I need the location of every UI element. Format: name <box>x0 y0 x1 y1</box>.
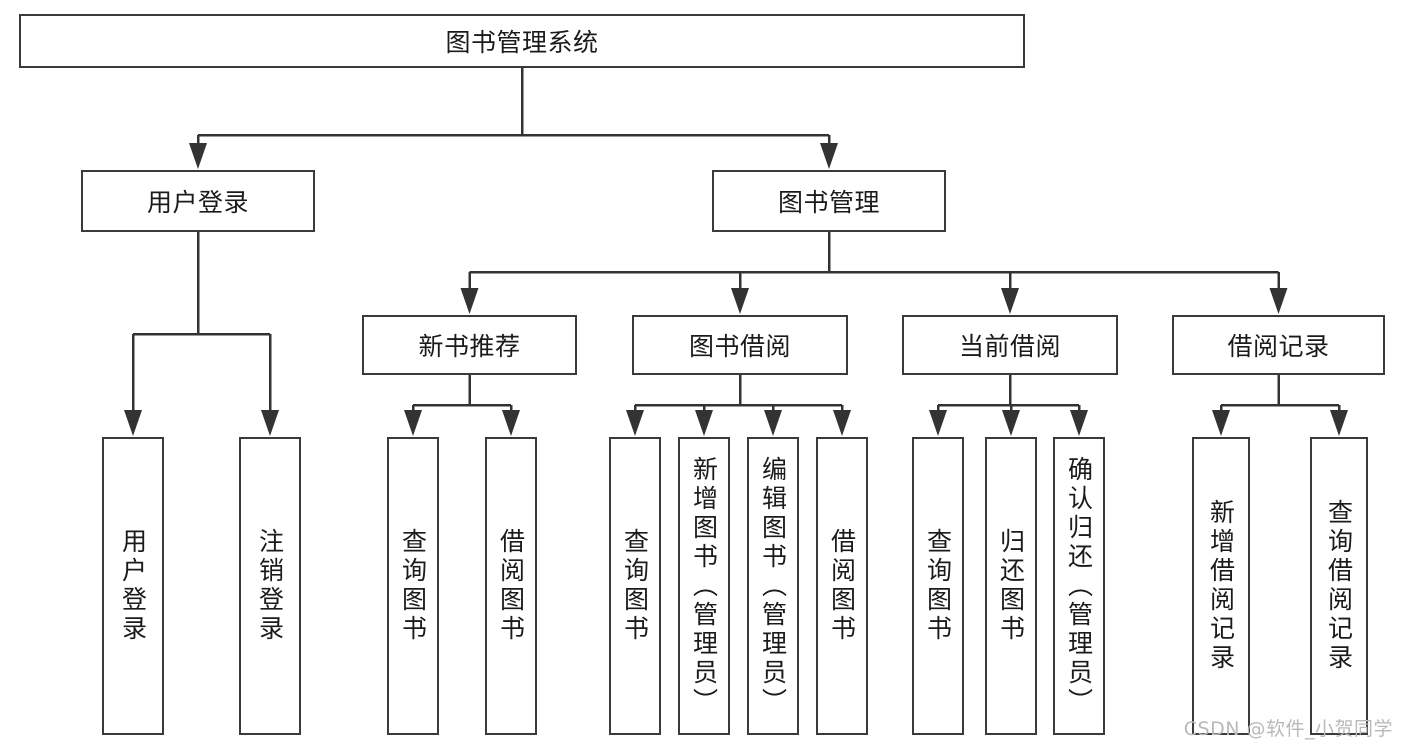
node-label: 查询图书 <box>923 528 953 644</box>
node-leaf-cur-query[interactable]: 查询图书 <box>912 437 964 735</box>
node-leaf-nb-query[interactable]: 查询图书 <box>387 437 439 735</box>
node-login[interactable]: 用户登录 <box>81 170 315 232</box>
node-label: 图书管理 <box>777 188 880 217</box>
node-label: 注销登录 <box>255 528 285 644</box>
watermark-label: CSDN @软件_小贺同学 <box>1183 718 1393 740</box>
node-label: 归还图书 <box>996 528 1026 644</box>
node-leaf-nb-borrow[interactable]: 借阅图书 <box>485 437 537 735</box>
node-label: 确认归还（管理员） <box>1064 455 1094 717</box>
node-bookmgmt[interactable]: 图书管理 <box>712 170 946 232</box>
node-leaf-bw-add[interactable]: 新增图书（管理员） <box>678 437 730 735</box>
node-leaf-user-logout[interactable]: 注销登录 <box>239 437 301 735</box>
node-leaf-user-login[interactable]: 用户登录 <box>102 437 164 735</box>
node-leaf-bw-edit[interactable]: 编辑图书（管理员） <box>747 437 799 735</box>
node-newbook[interactable]: 新书推荐 <box>362 315 577 375</box>
node-leaf-cur-return[interactable]: 归还图书 <box>985 437 1037 735</box>
node-records[interactable]: 借阅记录 <box>1172 315 1385 375</box>
node-label: 用户登录 <box>146 188 249 217</box>
node-leaf-cur-confirm[interactable]: 确认归还（管理员） <box>1053 437 1105 735</box>
node-label: 当前借阅 <box>958 332 1061 361</box>
node-current[interactable]: 当前借阅 <box>902 315 1118 375</box>
node-label: 图书借阅 <box>688 332 791 361</box>
node-leaf-rec-query[interactable]: 查询借阅记录 <box>1310 437 1368 735</box>
node-label: 新增借阅记录 <box>1206 499 1236 673</box>
node-label: 新增图书（管理员） <box>689 455 719 717</box>
node-label: 查询图书 <box>398 528 428 644</box>
node-borrow[interactable]: 图书借阅 <box>632 315 848 375</box>
node-label: 借阅记录 <box>1227 332 1330 361</box>
node-label: 借阅图书 <box>496 528 526 644</box>
node-root[interactable]: 图书管理系统 <box>19 14 1025 68</box>
node-label: 编辑图书（管理员） <box>758 455 788 717</box>
node-leaf-bw-query[interactable]: 查询图书 <box>609 437 661 735</box>
node-label: 借阅图书 <box>827 528 857 644</box>
node-label: 新书推荐 <box>418 332 521 361</box>
node-label: 查询图书 <box>620 528 650 644</box>
node-label: 图书管理系统 <box>445 28 599 57</box>
node-label: 用户登录 <box>118 528 148 644</box>
node-leaf-bw-lend[interactable]: 借阅图书 <box>816 437 868 735</box>
node-label: 查询借阅记录 <box>1324 499 1354 673</box>
node-leaf-rec-add[interactable]: 新增借阅记录 <box>1192 437 1250 735</box>
